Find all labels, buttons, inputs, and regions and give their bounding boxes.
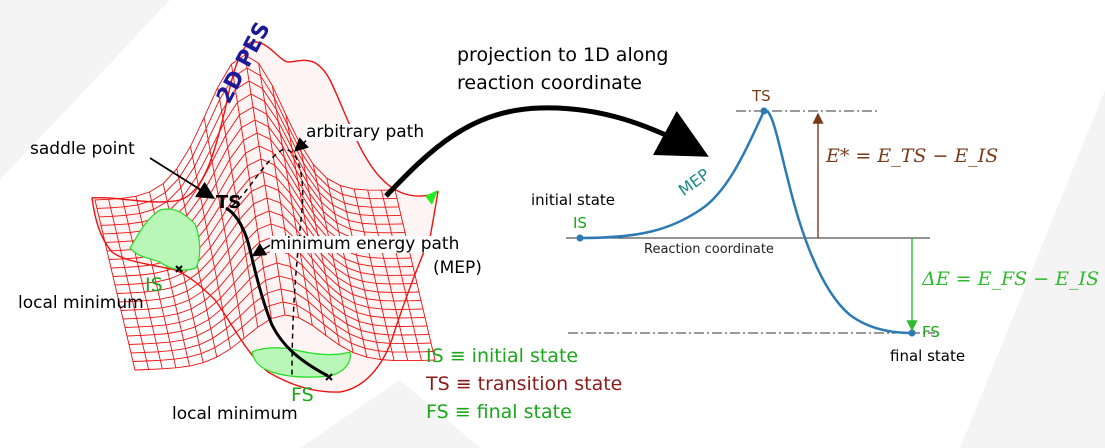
mesh-line: [98, 80, 400, 218]
local-minimum-bottom: local minimum: [172, 404, 298, 424]
is-point: [576, 234, 584, 242]
mesh-line: [130, 288, 432, 354]
mesh-line: [94, 54, 396, 201]
legend-ts: TS ≡ transition state: [426, 373, 623, 395]
energy-profile: [566, 107, 935, 337]
mesh-line: [116, 197, 418, 294]
fs-minimum-basin: [251, 347, 351, 378]
local-minimum-left: local minimum: [18, 293, 144, 313]
mep-label-arrow: [251, 243, 273, 257]
mesh-line: [132, 301, 434, 362]
fs-marker: [325, 373, 333, 381]
mesh-line: [120, 223, 422, 311]
is-marker: [175, 265, 183, 273]
reaction-coordinate-label: Reaction coordinate: [644, 242, 774, 257]
pes-surface-fill: [91, 41, 439, 393]
fs-label-profile: FS: [922, 323, 940, 341]
mep-label-line2: (MEP): [433, 258, 482, 278]
saddle-point-label: saddle point: [30, 139, 135, 159]
arbitrary-path-label: arbitrary path: [306, 122, 425, 142]
mep-path: [225, 206, 329, 378]
saddle-point-arrow: [149, 157, 216, 199]
potential-energy-surface: [91, 41, 439, 393]
initial-state-label: initial state: [531, 191, 616, 209]
mesh-line: [134, 314, 436, 371]
mesh-line: [128, 275, 430, 345]
activation-energy-label: E* = E_TS − E_IS: [826, 145, 999, 167]
fs-label-surface: FS: [291, 384, 314, 406]
ts-label-surface: TS: [216, 192, 242, 213]
projection-line2: reaction coordinate: [457, 72, 642, 94]
legend-fs: FS ≡ final state: [426, 401, 572, 423]
pes-mesh: [94, 54, 436, 371]
mesh-line: [96, 67, 398, 209]
fs-point: [908, 329, 916, 337]
mesh-line: [112, 171, 414, 277]
is-label-surface: IS: [145, 274, 163, 296]
mesh-line: [126, 262, 428, 337]
legend-is: IS ≡ initial state: [426, 345, 579, 367]
mep-label-line1: minimum energy path: [270, 234, 460, 254]
projection-line1: projection to 1D along: [457, 44, 669, 66]
mep-energy-curve: [579, 109, 913, 335]
arbitrary-path: [231, 149, 304, 376]
mesh-line: [118, 210, 420, 303]
reaction-energy-label: ΔE = E_FS − E_IS: [922, 268, 1100, 290]
is-label-profile: IS: [573, 214, 587, 232]
is-minimum-basin: [129, 208, 201, 271]
projection-arrow: [384, 105, 709, 198]
ts-label-profile: TS: [752, 87, 771, 105]
ts-point: [760, 107, 768, 115]
mesh-line: [114, 184, 416, 286]
right-edge-green: [425, 190, 438, 205]
final-state-label: final state: [890, 347, 966, 365]
